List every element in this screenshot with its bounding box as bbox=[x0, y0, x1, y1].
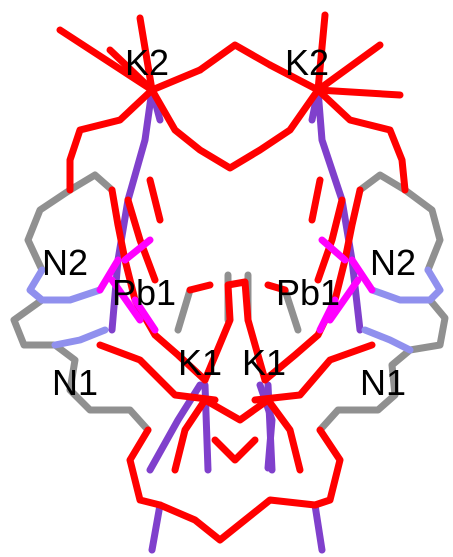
label-k1-right: K1 bbox=[242, 342, 286, 383]
label-pb1-right: Pb1 bbox=[276, 272, 340, 313]
lead-bonds bbox=[96, 236, 376, 334]
label-n2-left: N2 bbox=[42, 242, 88, 283]
label-k1-left: K1 bbox=[178, 342, 222, 383]
label-k2-right: K2 bbox=[285, 42, 329, 83]
oxygen-bonds bbox=[56, 11, 409, 544]
label-k2-left: K2 bbox=[125, 42, 169, 83]
label-n1-right: N1 bbox=[360, 362, 406, 403]
nitrogen-bonds bbox=[26, 266, 444, 354]
label-n2-right: N2 bbox=[370, 242, 416, 283]
carbon-bonds bbox=[10, 171, 449, 434]
label-n1-left: N1 bbox=[52, 362, 98, 403]
atom-labels: K2 K2 N2 Pb1 Pb1 N2 K1 K1 N1 N1 bbox=[42, 42, 416, 403]
label-pb1-left: Pb1 bbox=[112, 272, 176, 313]
